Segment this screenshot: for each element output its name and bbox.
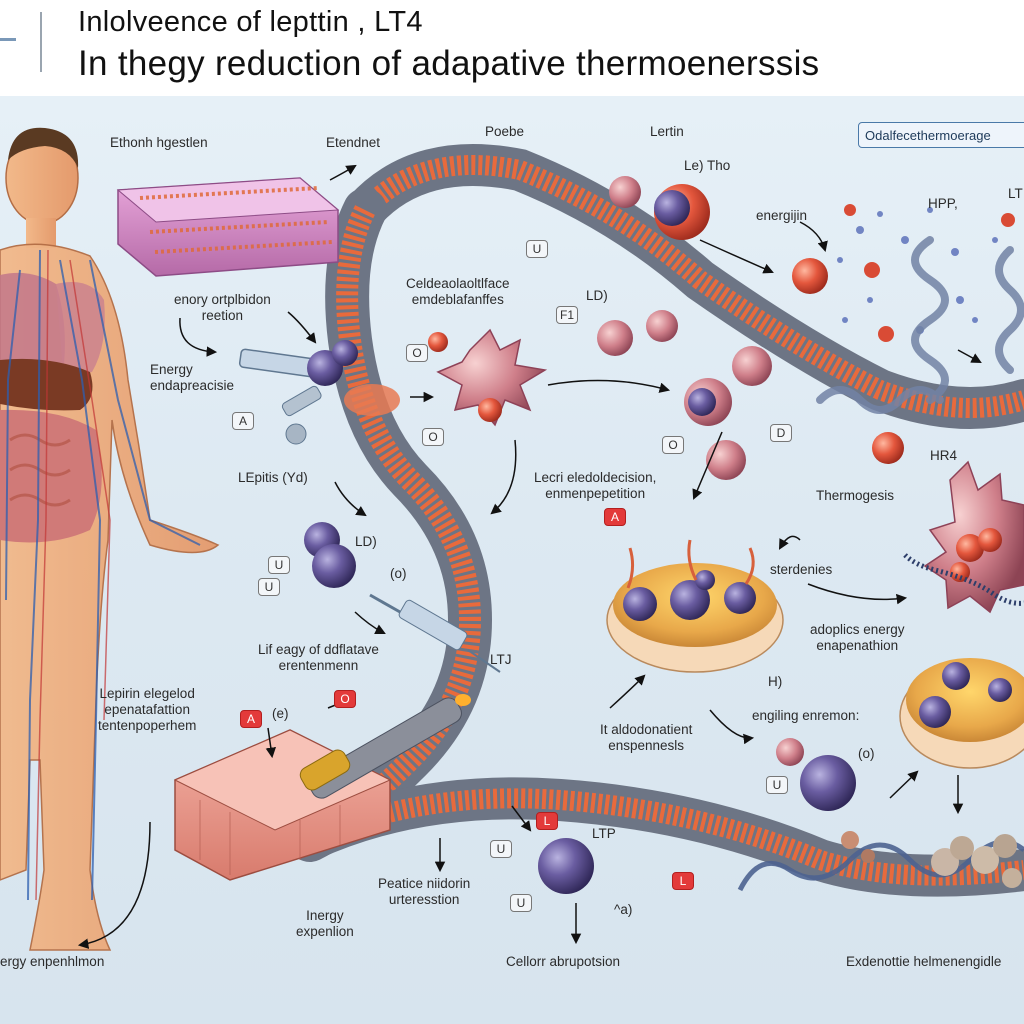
tag-u1: U: [526, 240, 548, 258]
label-it-alado: It aldodonatient enspennesls: [600, 722, 693, 753]
tag-e-paren: (e): [272, 706, 289, 721]
blood-vessel-tube: [288, 144, 1024, 897]
scattered-red-molecules: [844, 204, 1015, 342]
protein-coil-right: [816, 236, 1024, 414]
label-pletice: Peatice niidorin urteresstion: [378, 876, 471, 907]
label-engiling: engiling enremon:: [752, 708, 860, 723]
leptin-molecule-cluster: [304, 522, 356, 588]
human-body-illustration: [0, 127, 220, 951]
title-line-1: Inlolvеence of lepttin , LT4: [78, 6, 423, 38]
tag-d1: D: [770, 424, 792, 442]
molecule-field-top: [597, 176, 904, 480]
label-hr4: HR4: [930, 448, 958, 463]
label-lecri: Lecri eledoldecision, enmenpepetition: [534, 470, 657, 501]
label-inergy: Inergy expenlion: [296, 908, 354, 939]
label-life-sagy: Lif eagy of ddflatave erentenmenn: [258, 642, 379, 673]
label-energy-adap: Energy endapreacisie: [150, 362, 235, 393]
central-cell: [428, 328, 548, 427]
muscle-tissue-block: [116, 177, 340, 277]
tag-a-red: A: [604, 508, 626, 526]
label-top-center-b: Poebe: [485, 124, 525, 139]
label-thermogenesis: Thermogesis: [816, 488, 895, 503]
label-cellular: Celdeaolaoltlface emdeblafanffes: [406, 276, 510, 307]
label-leptin-mid: LEpitis (Yd): [238, 470, 308, 485]
molecule-field-bottom: [538, 738, 856, 894]
tag-o1: O: [406, 344, 428, 362]
tag-o-red: O: [334, 690, 356, 708]
syringe-device: [238, 340, 400, 445]
title-side-marker: [0, 38, 16, 41]
title-bar: Inlolvеence of lepttin , LT4 In thegy re…: [0, 0, 1024, 96]
tag-u4: U: [766, 776, 788, 794]
adipocyte-dish-center: [606, 539, 784, 673]
label-bottom-right: Exdenottie helmenengidle: [846, 954, 1002, 969]
label-bottom-center: Cellorr abrupotsion: [506, 954, 621, 969]
label-leptin-eleg: Lepirin elegelod epenatafattion tentenpo…: [98, 686, 197, 733]
title-line-2: In thegy reduction of adapative thermoen…: [78, 44, 820, 83]
tag-a-paren: ^a): [614, 902, 633, 917]
thermogenic-cell: [903, 460, 1024, 614]
label-ltp: LTP: [592, 826, 616, 841]
label-top-right-a: Lertin: [650, 124, 684, 139]
tissue-cluster-bottom-right: [841, 831, 1022, 888]
label-lt: LT: [1008, 186, 1023, 201]
label-top-left: Ethonh hgestlen: [110, 135, 208, 150]
tag-a-red-2: A: [240, 710, 262, 728]
tag-l-red-2: L: [672, 872, 694, 890]
label-energy-ortp: enory ortplbidon reetion: [174, 292, 271, 323]
label-ld-b: LD): [355, 534, 377, 549]
tag-ulc: U: [258, 578, 280, 596]
title-divider: [40, 12, 42, 72]
tag-u5: U: [510, 894, 532, 912]
tag-u2: U: [268, 556, 290, 574]
label-adoplics: adoplics energy enapenathion: [810, 622, 905, 653]
tag-o3: O: [662, 436, 684, 454]
label-ltj: LTJ: [490, 652, 512, 667]
injector-pen: [299, 694, 471, 799]
tag-o-paren-2: (o): [858, 746, 875, 761]
label-energin: energijin: [756, 208, 808, 223]
label-sterdenies: sterdenies: [770, 562, 833, 577]
label-top-center-a: Etendnet: [326, 135, 381, 150]
second-syringe: [369, 593, 501, 673]
tag-f1: F1: [556, 306, 578, 324]
tag-lh: H): [768, 674, 783, 689]
tag-o2: O: [422, 428, 444, 446]
label-hpp: HPP,: [928, 196, 958, 211]
tag-u3: U: [490, 840, 512, 858]
label-lto-tho: Le) Tho: [684, 158, 731, 173]
tag-a1: A: [232, 412, 254, 430]
label-ld-a: LD): [586, 288, 608, 303]
label-top-right-box: Odalfecethermoerage: [858, 122, 1024, 148]
tag-o-paren: (o): [390, 566, 407, 581]
adipocyte-dish-right: [899, 658, 1024, 769]
label-bottom-left: ergy enpenhlmon: [0, 954, 105, 969]
tag-l-red: L: [536, 812, 558, 830]
